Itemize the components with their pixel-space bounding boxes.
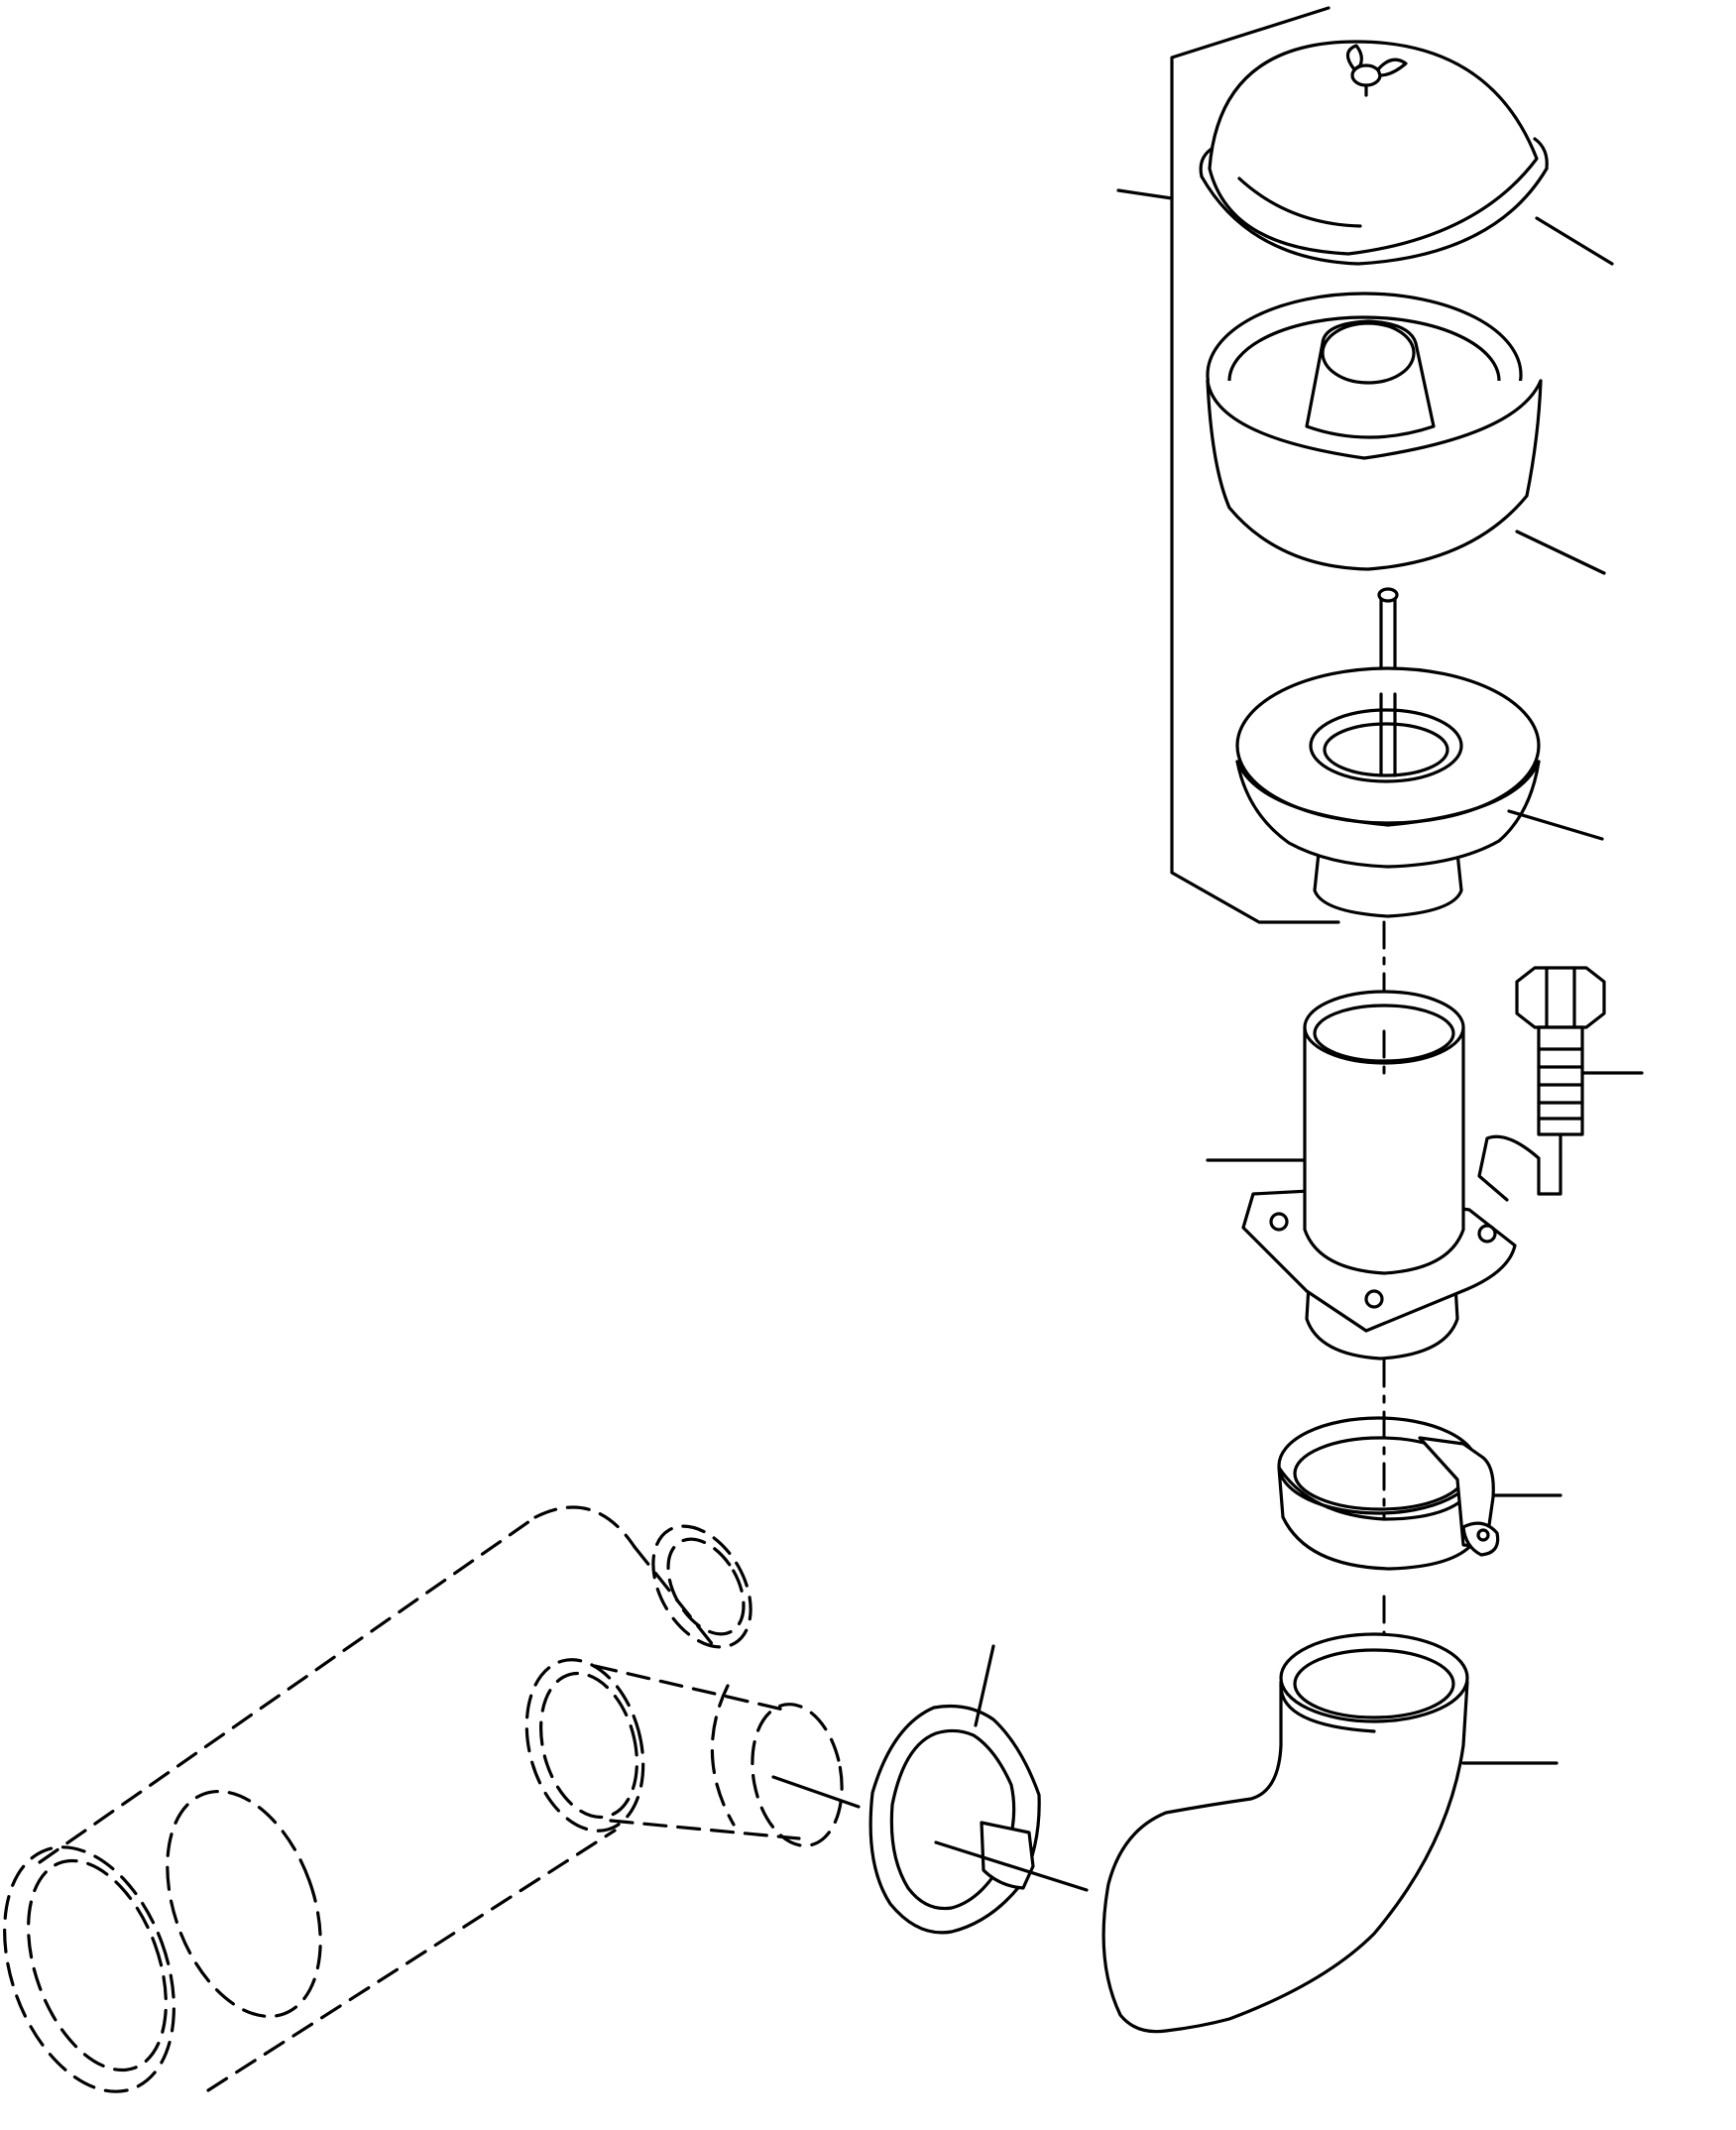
air-cleaner-bowl — [1206, 292, 1606, 575]
wing-nut-icon — [1345, 44, 1408, 97]
elbow-hose — [1101, 1632, 1559, 2034]
hose-clamp-lower — [868, 1644, 1089, 1935]
flange-bolt — [1477, 966, 1644, 1202]
assembly-bracket — [1116, 6, 1340, 924]
intake-tube-with-flange — [1206, 990, 1517, 1361]
intake-manifold-phantom — [3, 1505, 861, 2093]
air-cleaner-cover — [1199, 40, 1614, 266]
hose-clamp-upper — [1277, 1416, 1562, 1571]
air-cleaner-element — [1235, 666, 1604, 918]
